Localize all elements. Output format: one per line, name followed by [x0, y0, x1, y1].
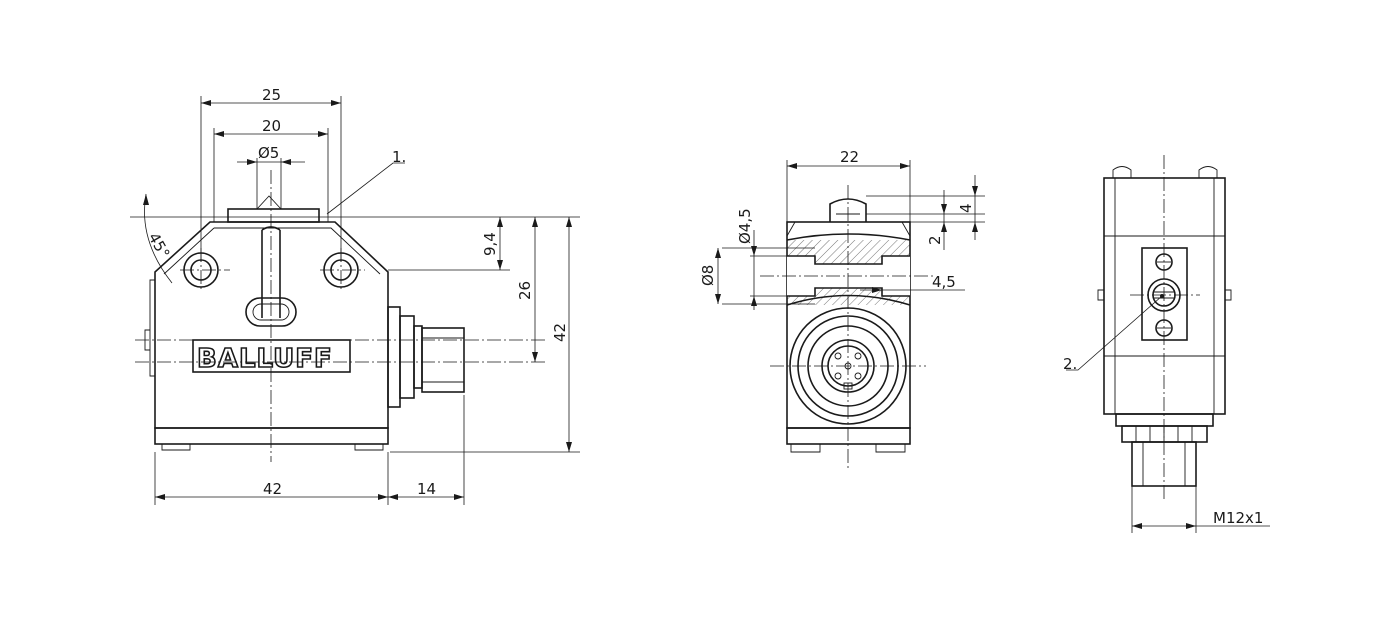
angle-45: 45°: [145, 230, 174, 262]
front-view: BALLUFF 25 20 Ø5 1. 45°: [130, 86, 580, 505]
dim-plunger-step: 2: [926, 235, 944, 245]
rear-view: 2. M12x1: [1063, 155, 1270, 533]
dim-hole-dia: Ø4,5: [736, 208, 754, 244]
callout-1: 1.: [392, 148, 406, 166]
front-connector: [387, 306, 465, 408]
dim-20: 20: [262, 117, 281, 135]
dim-25: 25: [262, 86, 281, 104]
side-view: 22 4 2 Ø4,5 Ø8 4,5: [699, 148, 985, 468]
dim-plunger-dia: Ø5: [258, 144, 279, 162]
dim-plunger-height: 4: [957, 203, 975, 213]
dim-9-4: 9,4: [481, 232, 499, 256]
front-body-outline: [154, 221, 389, 429]
front-base-plate: [154, 427, 389, 445]
plunger-top: [227, 208, 320, 223]
callout-2: 2.: [1063, 355, 1077, 373]
dim-thread: M12x1: [1213, 509, 1263, 527]
dim-counterbore-depth: 4,5: [932, 273, 956, 291]
rear-window: [1141, 247, 1188, 341]
dim-42-vertical: 42: [551, 323, 569, 342]
logo-text: BALLUFF: [197, 344, 333, 374]
dim-42-horizontal: 42: [263, 480, 282, 498]
dim-26: 26: [516, 281, 534, 300]
dim-22: 22: [840, 148, 859, 166]
dim-counterbore-dia: Ø8: [699, 265, 717, 286]
rear-body-outline: [1103, 177, 1226, 415]
dim-14: 14: [417, 480, 436, 498]
